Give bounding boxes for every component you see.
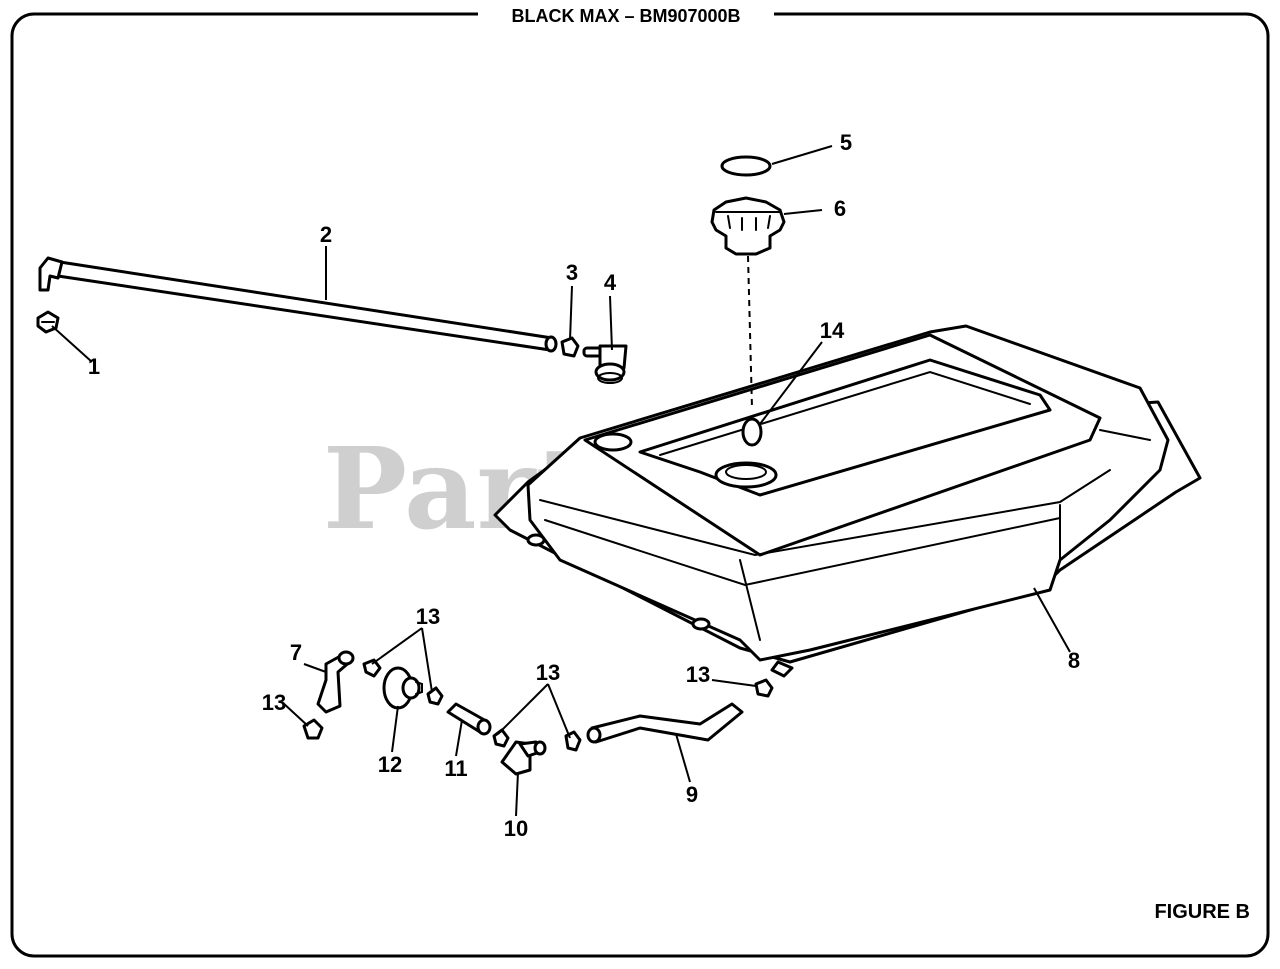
label-13-upper-left: 13 [416,604,440,629]
title-backdrop [478,4,774,28]
label-5: 5 [840,130,852,155]
label-2: 2 [320,222,332,247]
vent-valve-part-4[interactable] [582,344,628,384]
fuel-tank-part-8[interactable] [493,324,1202,678]
label-13-right: 13 [686,662,710,687]
label-12: 12 [378,752,402,777]
shutoff-valve-part-10[interactable] [500,740,547,776]
label-3: 3 [566,260,578,285]
label-11: 11 [444,756,467,781]
label-9: 9 [686,782,698,807]
diagram-title: BLACK MAX – BM907000B [511,6,740,26]
fuel-line-part-9[interactable] [586,702,744,744]
label-4: 4 [604,270,617,295]
label-6: 6 [834,196,846,221]
assembly-line-cap [747,255,753,409]
label-1: 1 [88,354,100,379]
label-7: 7 [290,640,302,665]
vent-tube-part-2[interactable] [38,256,558,353]
hose-part-11[interactable] [446,702,492,736]
hose-part-7[interactable] [316,650,355,714]
callout-lines [51,145,1071,817]
o-ring-part-14[interactable] [741,417,763,447]
filter-part-12[interactable] [382,666,423,710]
gasket-part-5[interactable] [720,155,772,177]
clamp-part-13[interactable] [302,658,774,752]
label-13-left: 13 [262,690,286,715]
label-14: 14 [820,318,845,343]
part-labels: 1 2 3 4 5 6 7 8 9 10 11 12 13 13 13 13 1… [88,130,1080,841]
clamp-part-3[interactable] [560,336,580,358]
label-8: 8 [1068,648,1080,673]
fuel-cap-part-6[interactable] [710,196,786,256]
label-13-middle: 13 [536,660,560,685]
figure-label: FIGURE B [1154,901,1250,923]
label-10: 10 [504,816,528,841]
